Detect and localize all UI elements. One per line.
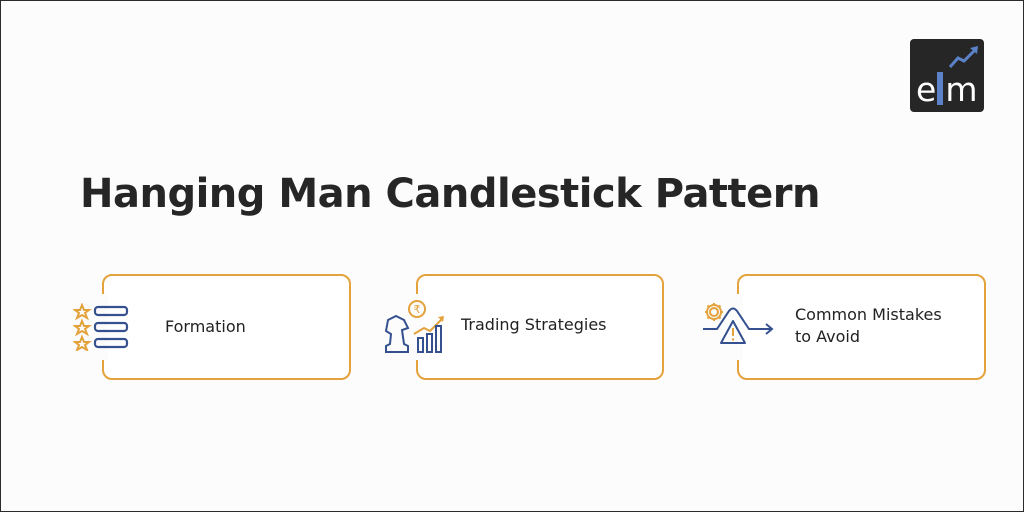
chess-knight-growth-chart-icon: ₹ <box>384 300 444 353</box>
card-border-gap <box>735 294 743 360</box>
card-border-gap <box>100 294 108 360</box>
logo-letter-e: e <box>916 70 936 109</box>
page-title: Hanging Man Candlestick Pattern <box>80 171 821 217</box>
card-label: Trading Strategies <box>461 315 607 334</box>
logo-letter-m: m <box>945 70 977 109</box>
gear-warning-triangle-icon <box>703 303 774 344</box>
card-border-gap <box>414 294 422 360</box>
card-common-mistakes: Common Mistakes to Avoid <box>735 274 986 380</box>
card-label-line1: Common Mistakes <box>795 305 942 324</box>
card-trading-strategies: Trading Strategies <box>414 274 664 380</box>
card-formation: Formation <box>100 274 351 380</box>
card-label: Common Mistakes to Avoid <box>795 304 942 348</box>
star-list-icon <box>73 303 129 351</box>
card-label-line2: to Avoid <box>795 327 861 346</box>
logo-bar <box>937 72 944 105</box>
svg-text:₹: ₹ <box>414 303 421 316</box>
card-label: Formation <box>165 317 246 336</box>
trend-arrow-icon <box>948 46 978 68</box>
